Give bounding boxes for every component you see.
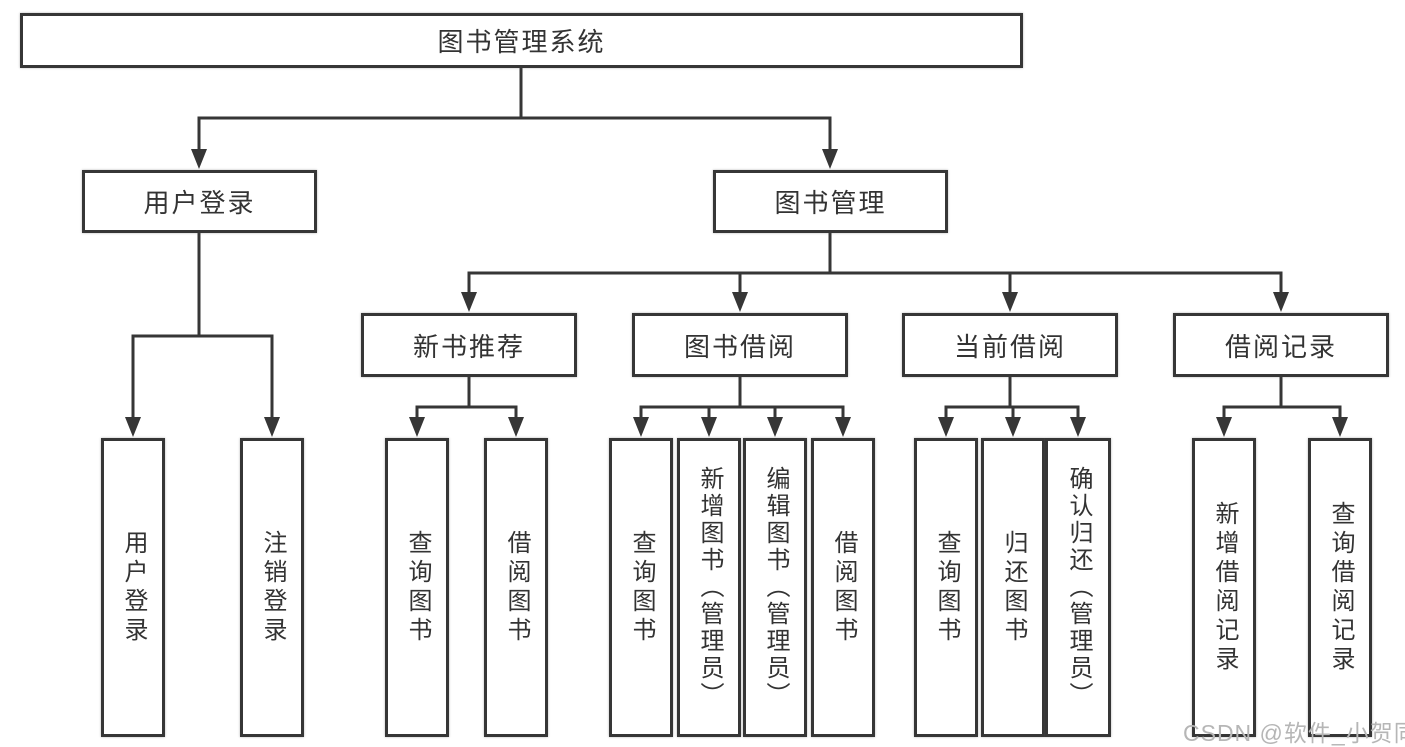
- leaf-confirm-return-admin: 确认归还（管理员）: [1045, 438, 1111, 737]
- leaf-query-borrow-record-label: 查询借阅记录: [1327, 500, 1354, 675]
- leaf-query-books-new-label: 查询图书: [404, 529, 431, 646]
- node-new-books-group: 新书推荐: [361, 313, 577, 377]
- connector-user-login-split: [125, 233, 280, 437]
- connector-current-borrow-split: [938, 377, 1086, 437]
- leaf-logout-label: 注销登录: [259, 529, 286, 646]
- leaf-add-books-admin: 新增图书（管理员）: [677, 438, 741, 737]
- leaf-add-borrow-record: 新增借阅记录: [1192, 438, 1256, 737]
- connector-new-books-split: [409, 377, 524, 437]
- node-current-borrow-group-label: 当前借阅: [953, 331, 1066, 362]
- node-book-mgmt-group-label: 图书管理: [774, 188, 887, 218]
- leaf-add-borrow-record-label: 新增借阅记录: [1211, 500, 1238, 675]
- node-user-login-group: 用户登录: [82, 170, 317, 233]
- node-current-borrow-group: 当前借阅: [902, 313, 1118, 377]
- connector-book-mgmt-split: [461, 233, 1289, 312]
- leaf-return-books: 归还图书: [981, 438, 1045, 737]
- connector-book-borrow-split: [633, 377, 851, 437]
- leaf-borrow-books-borrow: 借阅图书: [811, 438, 875, 737]
- node-root-label: 图书管理系统: [437, 27, 606, 57]
- leaf-query-books-current-label: 查询图书: [933, 529, 960, 646]
- leaf-query-borrow-record: 查询借阅记录: [1308, 438, 1372, 737]
- watermark: CSDN @软件_小贺同学: [1183, 720, 1405, 746]
- leaf-return-books-label: 归还图书: [1000, 529, 1027, 646]
- leaf-query-books-new: 查询图书: [385, 438, 449, 737]
- node-book-borrow-group-label: 图书借阅: [683, 331, 796, 362]
- connector-borrow-records-split: [1216, 377, 1348, 437]
- leaf-query-books-borrow-label: 查询图书: [628, 529, 655, 646]
- node-book-mgmt-group: 图书管理: [713, 170, 948, 233]
- leaf-confirm-return-admin-label: 确认归还（管理员）: [1065, 466, 1092, 709]
- node-borrow-records-group: 借阅记录: [1173, 313, 1389, 377]
- connector-root-split: [191, 68, 838, 169]
- leaf-borrow-books-new-label: 借阅图书: [503, 529, 530, 646]
- leaf-add-books-admin-label: 新增图书（管理员）: [696, 466, 723, 709]
- node-root: 图书管理系统: [20, 13, 1023, 68]
- node-user-login-group-label: 用户登录: [143, 188, 256, 218]
- leaf-logout: 注销登录: [240, 438, 304, 737]
- node-borrow-records-group-label: 借阅记录: [1224, 331, 1337, 362]
- leaf-query-books-borrow: 查询图书: [609, 438, 673, 737]
- leaf-user-login-label: 用户登录: [120, 529, 147, 646]
- leaf-user-login: 用户登录: [101, 438, 165, 737]
- node-book-borrow-group: 图书借阅: [632, 313, 848, 377]
- node-new-books-group-label: 新书推荐: [412, 331, 525, 362]
- leaf-borrow-books-new: 借阅图书: [484, 438, 548, 737]
- leaf-query-books-current: 查询图书: [914, 438, 978, 737]
- leaf-borrow-books-borrow-label: 借阅图书: [830, 529, 857, 646]
- leaf-edit-books-admin: 编辑图书（管理员）: [743, 438, 807, 737]
- leaf-edit-books-admin-label: 编辑图书（管理员）: [762, 466, 789, 709]
